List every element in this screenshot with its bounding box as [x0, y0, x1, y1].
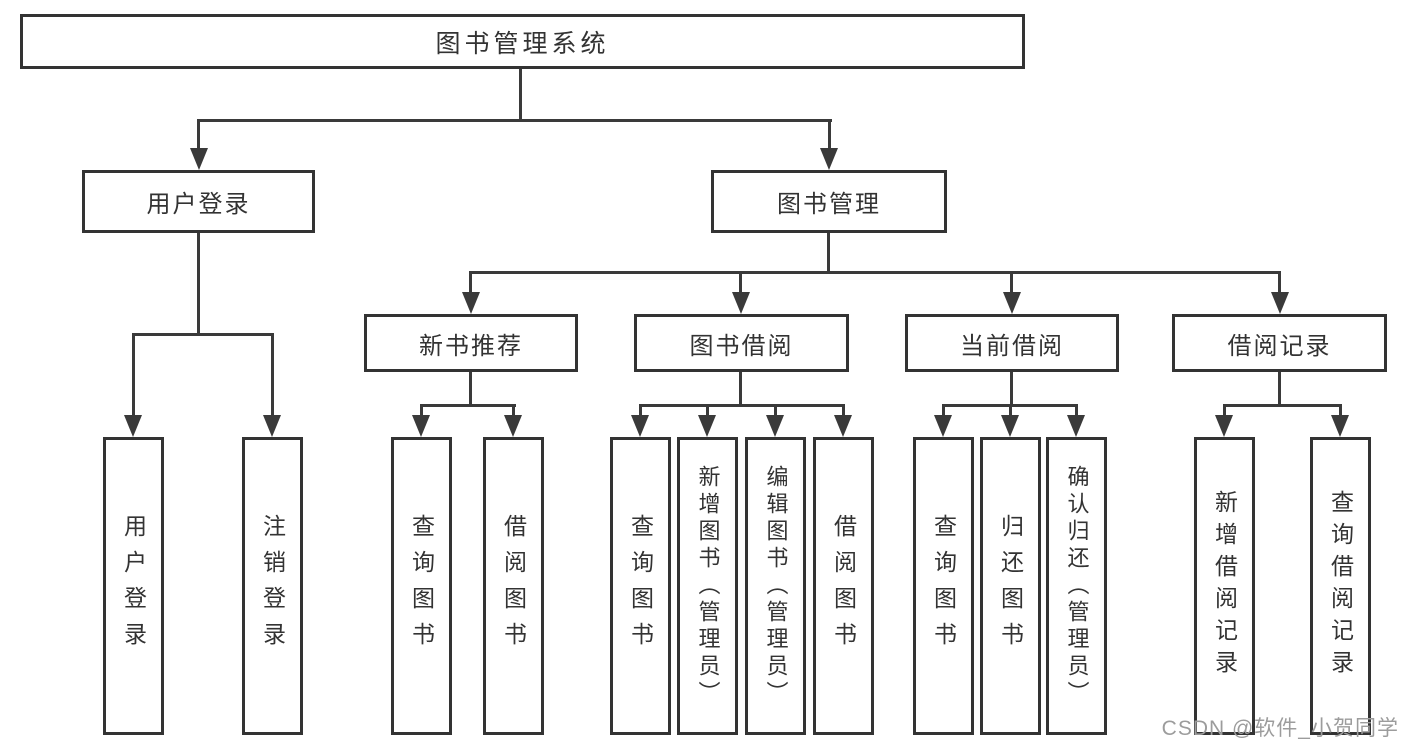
- leaf-query-borrow-record: 查询借阅记录: [1310, 437, 1371, 735]
- node-label: 查询图书: [627, 514, 654, 658]
- connector-line: [739, 271, 742, 294]
- leaf-user-login: 用户登录: [103, 437, 164, 735]
- connector-line: [639, 404, 845, 407]
- arrow-down-icon: [1003, 292, 1021, 314]
- arrow-down-icon: [1331, 415, 1349, 437]
- arrow-down-icon: [1271, 292, 1289, 314]
- node-label: 新书推荐: [419, 332, 523, 360]
- node-current-borrowing: 当前借阅: [905, 314, 1119, 372]
- node-label: 图书借阅: [689, 332, 794, 360]
- connector-line: [827, 233, 830, 273]
- connector-line: [1339, 404, 1342, 417]
- arrow-down-icon: [820, 148, 838, 170]
- connector-line: [469, 372, 472, 407]
- arrow-down-icon: [462, 292, 480, 314]
- node-book-borrowing: 图书借阅: [634, 314, 849, 372]
- node-label: 确认归还（管理员）: [1064, 464, 1090, 708]
- connector-line: [1278, 372, 1281, 407]
- leaf-query-books-recommend: 查询图书: [391, 437, 452, 735]
- connector-line: [774, 404, 777, 417]
- leaf-logout: 注销登录: [242, 437, 303, 735]
- arrow-down-icon: [124, 415, 142, 437]
- connector-line: [469, 271, 472, 294]
- connector-line: [197, 119, 832, 122]
- node-label: 图书管理系统: [435, 29, 610, 58]
- arrow-down-icon: [412, 415, 430, 437]
- node-label: 新增借阅记录: [1211, 490, 1238, 682]
- connector-line: [842, 404, 845, 417]
- connector-line: [1223, 404, 1226, 417]
- node-label: 当前借阅: [960, 332, 1064, 360]
- node-label: 注销登录: [259, 514, 286, 658]
- connector-line: [1009, 404, 1012, 417]
- node-label: 查询图书: [930, 514, 957, 658]
- leaf-add-book-admin: 新增图书（管理员）: [677, 437, 738, 735]
- leaf-query-books-current: 查询图书: [913, 437, 974, 735]
- leaf-borrow-books: 借阅图书: [813, 437, 874, 735]
- node-label: 借阅图书: [500, 514, 527, 658]
- node-book-management: 图书管理: [711, 170, 947, 233]
- arrow-down-icon: [934, 415, 952, 437]
- connector-line: [420, 404, 423, 417]
- connector-line: [469, 271, 1281, 274]
- connector-line: [132, 333, 274, 336]
- node-borrowing-records: 借阅记录: [1172, 314, 1387, 372]
- arrow-down-icon: [698, 415, 716, 437]
- arrow-down-icon: [1067, 415, 1085, 437]
- connector-line: [1278, 271, 1281, 294]
- connector-line: [519, 68, 522, 121]
- arrow-down-icon: [766, 415, 784, 437]
- node-user-login: 用户登录: [82, 170, 315, 233]
- node-label: 借阅图书: [830, 514, 857, 658]
- node-label: 用户登录: [120, 514, 147, 658]
- connector-line: [197, 119, 200, 150]
- node-label: 查询图书: [408, 514, 435, 658]
- arrow-down-icon: [1215, 415, 1233, 437]
- leaf-borrow-books-recommend: 借阅图书: [483, 437, 544, 735]
- node-label: 图书管理: [777, 191, 881, 218]
- arrow-down-icon: [1001, 415, 1019, 437]
- node-label: 借阅记录: [1227, 332, 1332, 360]
- connector-line: [1010, 271, 1013, 294]
- connector-line: [132, 333, 135, 417]
- arrow-down-icon: [732, 292, 750, 314]
- node-label: 用户登录: [146, 191, 251, 218]
- leaf-confirm-return-admin: 确认归还（管理员）: [1046, 437, 1107, 735]
- leaf-return-book: 归还图书: [980, 437, 1041, 735]
- connector-line: [420, 404, 516, 407]
- watermark: CSDN @软件_小贺同学: [1161, 717, 1399, 740]
- node-label: 新增图书（管理员）: [695, 464, 721, 708]
- node-label: 归还图书: [997, 514, 1024, 658]
- connector-line: [942, 404, 945, 417]
- arrow-down-icon: [190, 148, 208, 170]
- leaf-add-borrow-record: 新增借阅记录: [1194, 437, 1255, 735]
- node-new-book-recommend: 新书推荐: [364, 314, 578, 372]
- connector-line: [1075, 404, 1078, 417]
- leaf-edit-book-admin: 编辑图书（管理员）: [745, 437, 806, 735]
- leaf-query-books-borrowing: 查询图书: [610, 437, 671, 735]
- connector-line: [828, 119, 831, 150]
- arrow-down-icon: [504, 415, 522, 437]
- arrow-down-icon: [263, 415, 281, 437]
- node-root: 图书管理系统: [20, 14, 1025, 69]
- node-label: 编辑图书（管理员）: [763, 464, 789, 708]
- connector-line: [739, 372, 742, 407]
- connector-line: [1223, 404, 1342, 407]
- arrow-down-icon: [631, 415, 649, 437]
- node-label: 查询借阅记录: [1327, 490, 1354, 682]
- connector-line: [706, 404, 709, 417]
- arrow-down-icon: [834, 415, 852, 437]
- connector-line: [639, 404, 642, 417]
- connector-line: [271, 333, 274, 417]
- connector-line: [512, 404, 515, 417]
- connector-line: [197, 233, 200, 335]
- connector-line: [1010, 372, 1013, 407]
